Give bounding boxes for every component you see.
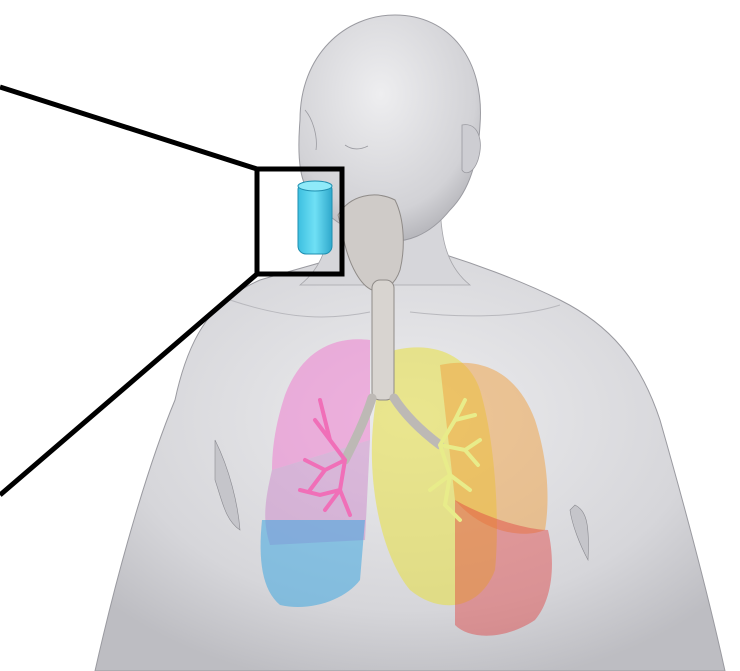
trachea bbox=[372, 280, 394, 400]
inhaler-body bbox=[298, 182, 332, 254]
inhaler-top bbox=[298, 181, 332, 191]
inhaler-icon bbox=[298, 181, 332, 254]
